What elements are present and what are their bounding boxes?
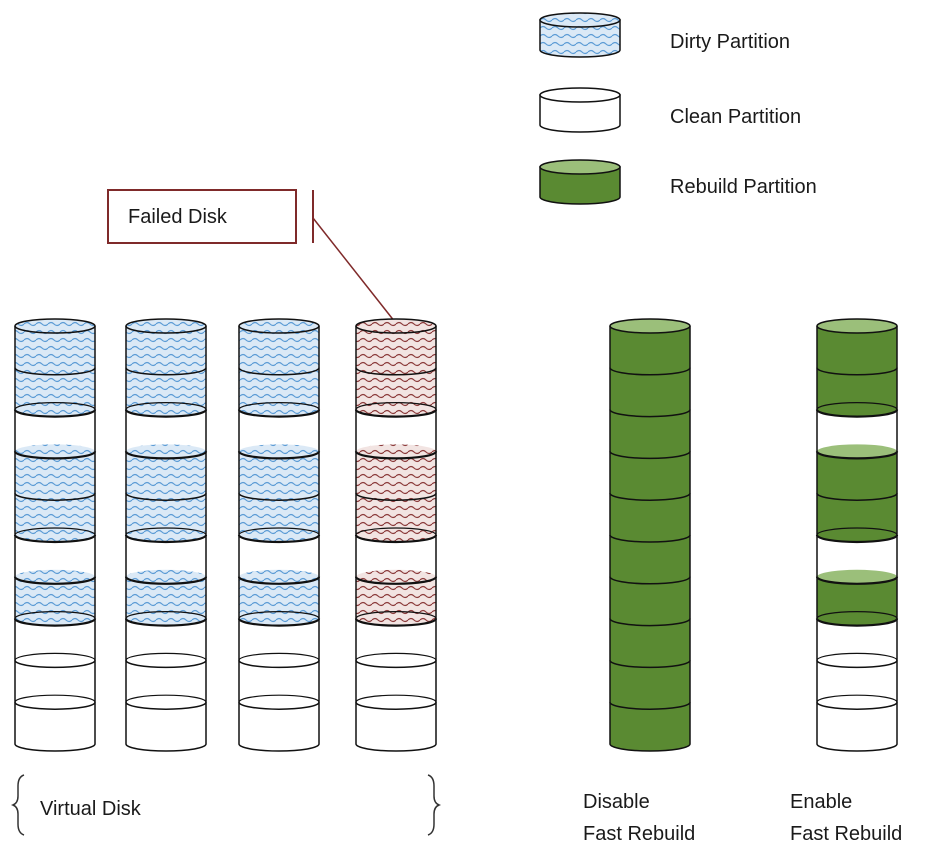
disable-label-line1: Disable xyxy=(583,791,650,813)
partition-failed xyxy=(356,326,436,375)
partition-dirty xyxy=(126,451,206,501)
disk-stacks xyxy=(13,318,899,752)
partition-dirty xyxy=(15,326,95,375)
callout-leader-line xyxy=(312,217,396,323)
partition-dirty xyxy=(126,493,206,542)
partition-rebuild xyxy=(817,367,898,417)
partition-dirty xyxy=(15,576,95,626)
disk-1 xyxy=(13,318,97,752)
disk-2 xyxy=(124,318,208,752)
partition-dirty xyxy=(126,576,206,626)
virtual-disk-label: Virtual Disk xyxy=(40,798,142,820)
legend-dirty-label: Dirty Partition xyxy=(670,31,790,53)
failed-disk-callout: Failed Disk xyxy=(107,189,396,323)
failed-disk-box xyxy=(107,189,297,244)
partition-rebuild xyxy=(610,660,690,710)
partition-dirty xyxy=(126,326,206,375)
legend-clean-label: Clean Partition xyxy=(670,106,801,128)
partition-rebuild xyxy=(610,576,690,626)
disk-5 xyxy=(609,318,691,752)
partition-failed xyxy=(356,367,436,417)
partition-rebuild xyxy=(610,409,690,459)
partition-failed xyxy=(356,451,436,501)
legend: Dirty Partition Clean Partition Rebuild … xyxy=(539,12,817,205)
partition-dirty xyxy=(15,451,95,501)
partition-rebuild xyxy=(610,493,690,542)
partition-dirty xyxy=(239,576,319,626)
partition-rebuild xyxy=(610,326,690,375)
partition-dirty xyxy=(239,451,319,501)
partition-rebuild xyxy=(817,576,898,626)
partition-rebuild xyxy=(610,451,690,501)
partition-rebuild xyxy=(610,367,690,417)
partition-dirty xyxy=(239,493,319,542)
disk-6 xyxy=(815,318,899,752)
partition-rebuild xyxy=(610,535,690,584)
partition-rebuild xyxy=(610,618,690,668)
disable-label-line2: Fast Rebuild xyxy=(583,823,695,845)
partition-dirty xyxy=(15,367,95,417)
legend-clean-icon xyxy=(539,87,621,133)
legend-rebuild-icon xyxy=(539,159,621,205)
group-labels: Virtual Disk Disable Fast Rebuild Enable… xyxy=(10,774,902,845)
enable-label-line1: Enable xyxy=(790,791,852,813)
partition-rebuild xyxy=(817,451,898,501)
partition-rebuild xyxy=(610,702,690,751)
disk-4 xyxy=(354,318,438,752)
partition-dirty xyxy=(15,493,95,542)
legend-dirty-icon xyxy=(539,12,621,58)
disk-3 xyxy=(237,318,321,752)
partition-dirty xyxy=(126,367,206,417)
virtual-disk-left-brace xyxy=(10,774,25,836)
virtual-disk-right-brace xyxy=(427,774,442,836)
partition-rebuild xyxy=(817,493,898,542)
partition-rebuild xyxy=(817,326,898,375)
partition-dirty xyxy=(239,367,319,417)
legend-rebuild-label: Rebuild Partition xyxy=(670,176,817,198)
failed-disk-label: Failed Disk xyxy=(128,206,228,228)
enable-label-line2: Fast Rebuild xyxy=(790,823,902,845)
partition-failed xyxy=(356,493,436,542)
partition-failed xyxy=(356,576,436,626)
partition-dirty xyxy=(239,326,319,375)
